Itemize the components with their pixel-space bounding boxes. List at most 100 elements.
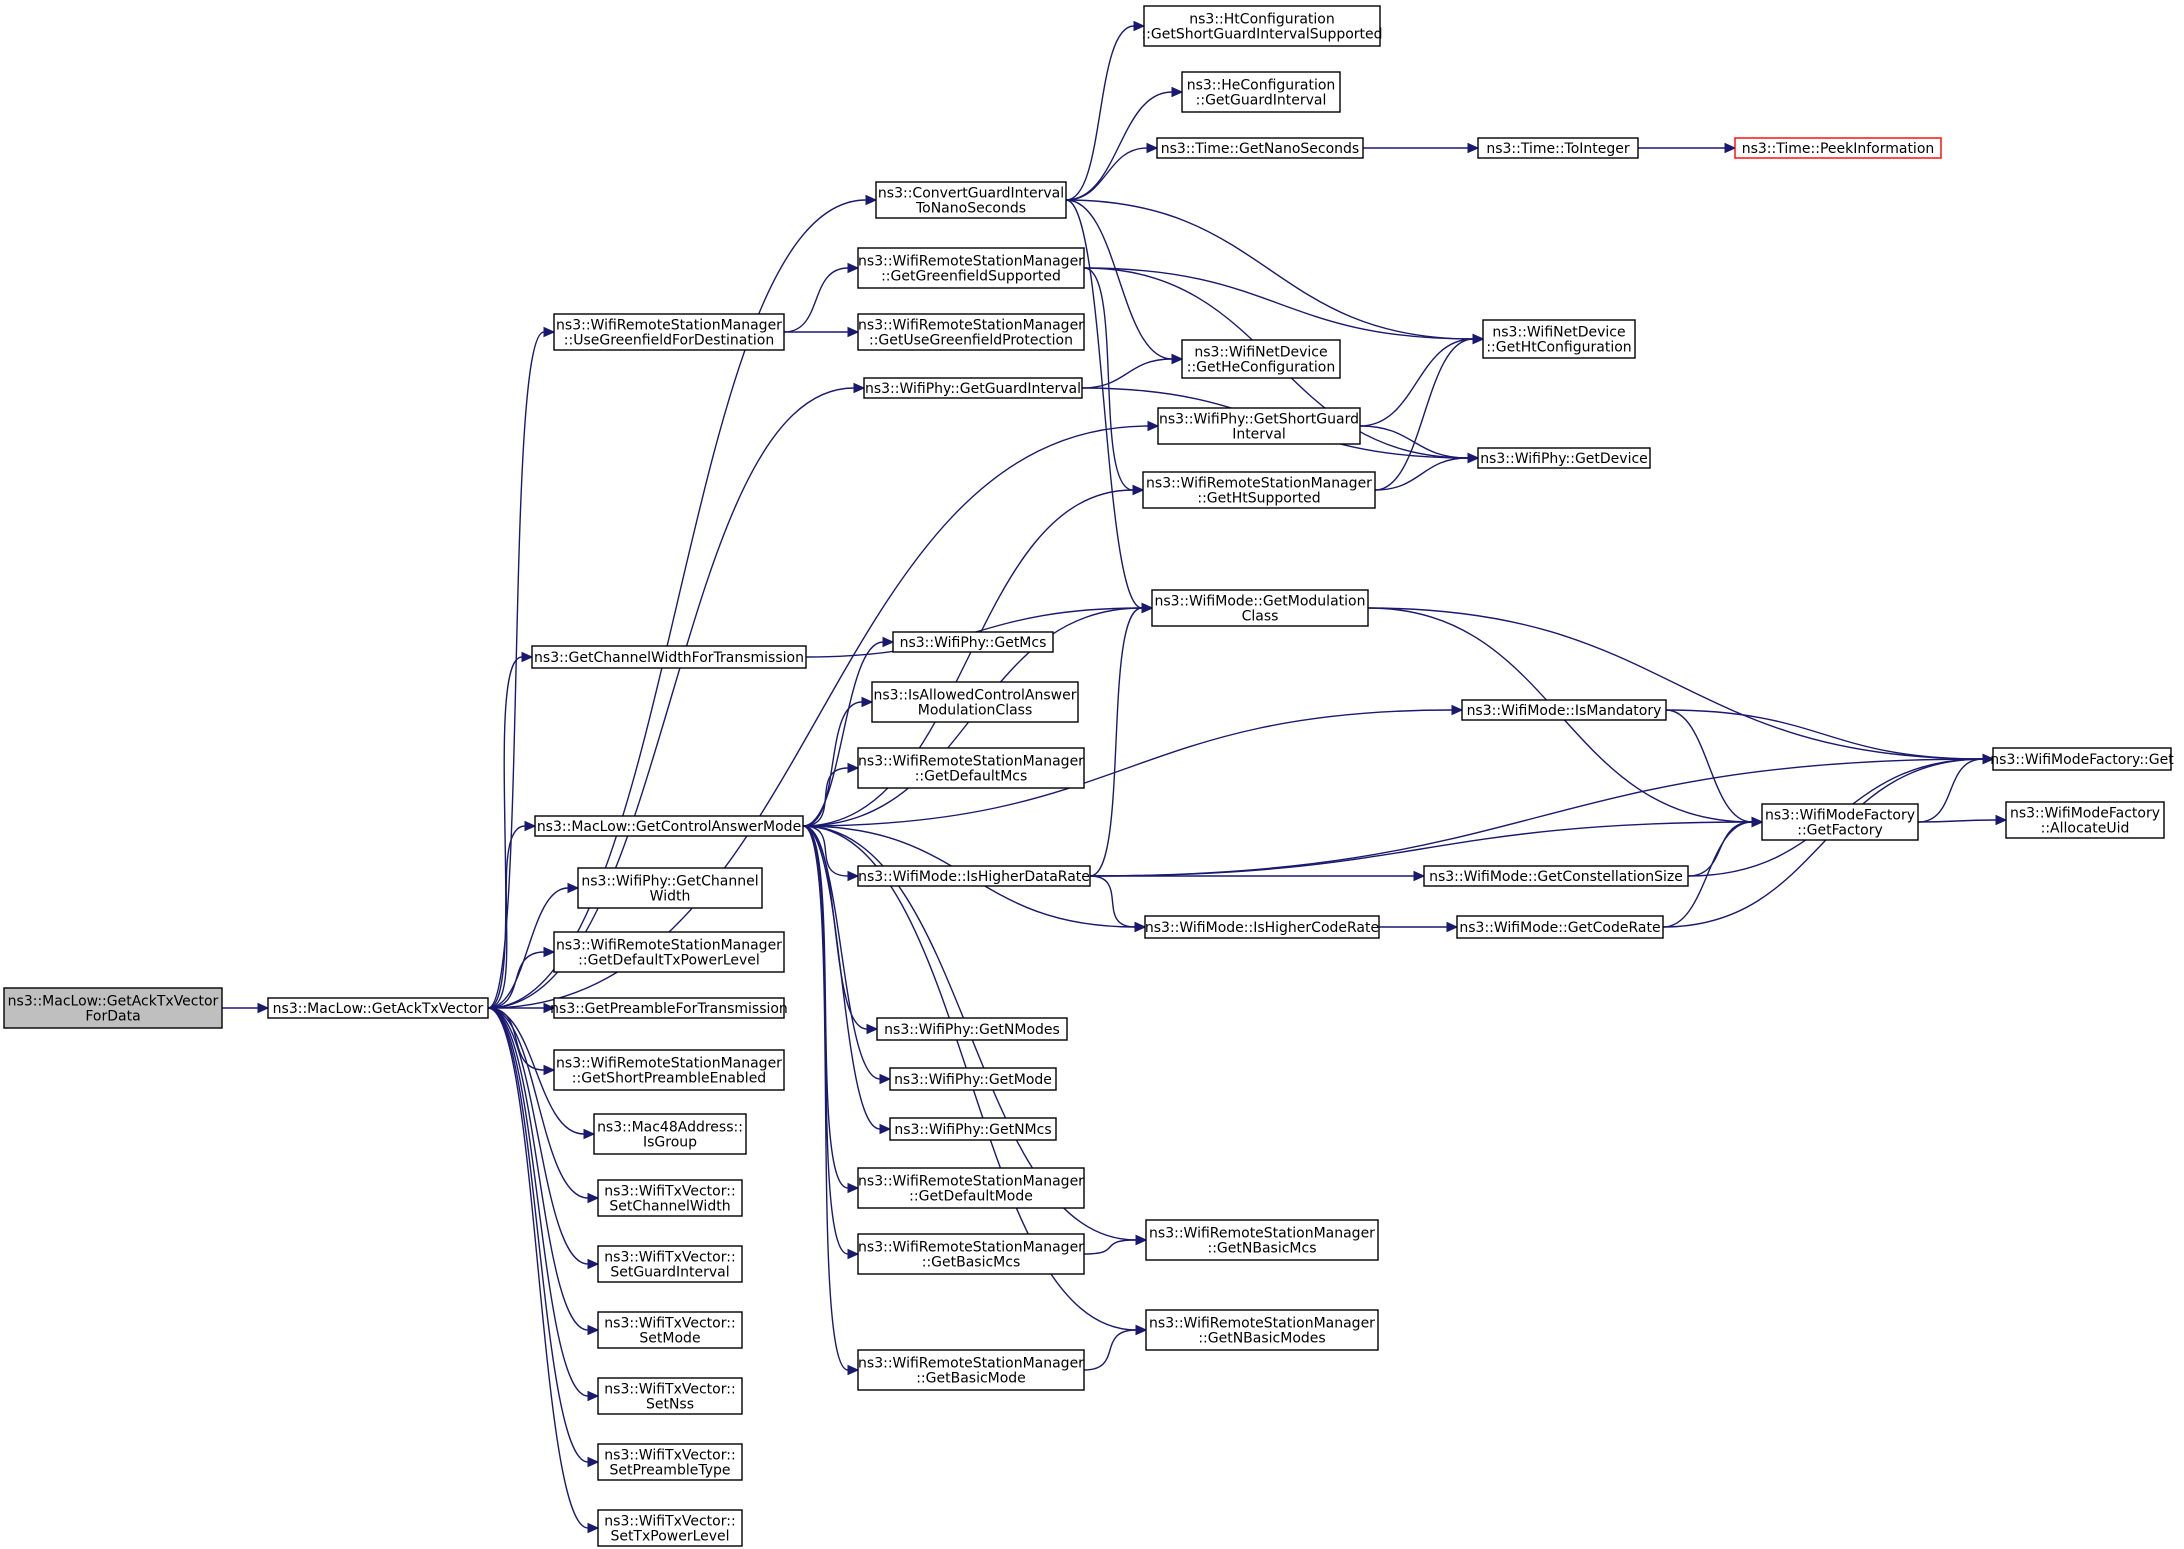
node-wrsm_defmcs[interactable]: ns3::WifiRemoteStationManager::GetDefaul… <box>857 747 1085 789</box>
node-phy_sgi[interactable]: ns3::WifiPhy::GetShortGuardInterval <box>1157 407 1361 445</box>
edge-getack-to-wrsm_ugf <box>487 331 545 1009</box>
arrow-head <box>543 1002 556 1014</box>
node-preamble[interactable]: ns3::GetPreambleForTransmission <box>550 997 788 1019</box>
node-box <box>531 645 807 669</box>
node-time_int[interactable]: ns3::Time::ToInteger <box>1477 137 1639 159</box>
node-phy_nmcs[interactable]: ns3::WifiPhy::GetNMcs <box>889 1117 1057 1141</box>
edge-wrsm_gf-to-nd_htcfg <box>1083 267 1474 340</box>
node-phy_getmcs[interactable]: ns3::WifiPhy::GetMcs <box>892 631 1054 653</box>
node-label-line: ns3::WifiPhy::GetGuardInterval <box>865 381 1081 397</box>
node-label-line: ns3::WifiRemoteStationManager <box>858 1174 1084 1190</box>
node-label-line: SetGuardInterval <box>610 1265 729 1281</box>
node-label-line: ::GetDefaultMcs <box>915 769 1028 785</box>
node-code_rate[interactable]: ns3::WifiMode::GetCodeRate <box>1456 915 1664 939</box>
node-label-line: ::GetNBasicModes <box>1198 1331 1325 1347</box>
edge-getack-to-tx_nss <box>487 1007 589 1397</box>
node-mode_mand[interactable]: ns3::WifiMode::IsMandatory <box>1461 699 1667 721</box>
node-ctrlans[interactable]: ns3::MacLow::GetControlAnswerMode <box>534 815 804 837</box>
node-wrsm_ugfp[interactable]: ns3::WifiRemoteStationManager::GetUseGre… <box>857 313 1085 351</box>
node-label-line: ns3::WifiNetDevice <box>1492 325 1625 341</box>
node-phy_chw[interactable]: ns3::WifiPhy::GetChannelWidth <box>577 867 763 909</box>
node-box <box>863 377 1083 399</box>
edge-getack-to-mac48 <box>487 1007 585 1135</box>
node-label-line: Width <box>650 889 691 905</box>
arrow-head <box>1751 816 1764 828</box>
node-mf_get[interactable]: ns3::WifiModeFactory::Get <box>1990 747 2174 771</box>
arrow-head <box>521 651 534 663</box>
node-label-line: ns3::WifiRemoteStationManager <box>1146 476 1372 492</box>
node-label-line: ns3::WifiPhy::GetChannel <box>581 874 758 890</box>
node-wrsm_gf[interactable]: ns3::WifiRemoteStationManager::GetGreenf… <box>857 247 1085 289</box>
node-mac48[interactable]: ns3::Mac48Address::IsGroup <box>593 1113 747 1155</box>
node-wrsm_deftx[interactable]: ns3::WifiRemoteStationManager::GetDefaul… <box>553 931 785 973</box>
node-label-line: IsGroup <box>643 1135 697 1151</box>
node-const_size[interactable]: ns3::WifiMode::GetConstellationSize <box>1423 865 1689 887</box>
node-higher_cr[interactable]: ns3::WifiMode::IsHigherCodeRate <box>1144 915 1380 939</box>
node-wrsm_ugf[interactable]: ns3::WifiRemoteStationManager::UseGreenf… <box>553 313 785 351</box>
node-mf_uid[interactable]: ns3::WifiModeFactory::AllocateUid <box>2005 801 2165 839</box>
arrow-head <box>1171 353 1184 365</box>
node-nd_hecfg[interactable]: ns3::WifiNetDevice::GetHeConfiguration <box>1181 339 1341 379</box>
node-wrsm_bmode[interactable]: ns3::WifiRemoteStationManager::GetBasicM… <box>857 1349 1085 1391</box>
node-time_peek[interactable]: ns3::Time::PeekInformation <box>1734 137 1942 159</box>
node-label-line: ns3::Time::ToInteger <box>1486 141 1630 157</box>
arrow-head <box>1171 86 1184 98</box>
node-wrsm_nbmcs[interactable]: ns3::WifiRemoteStationManager::GetNBasic… <box>1145 1219 1379 1261</box>
node-higher_dr[interactable]: ns3::WifiMode::IsHigherDataRate <box>857 865 1091 887</box>
node-box <box>871 681 1079 723</box>
edge-ctrlans-to-wrsm_bmode <box>802 825 849 1371</box>
node-htcfg_sgi[interactable]: ns3::HtConfiguration::GetShortGuardInter… <box>1141 5 1383 47</box>
node-nd_htcfg[interactable]: ns3::WifiNetDevice::GetHtConfiguration <box>1482 319 1636 359</box>
node-wrsm_spe[interactable]: ns3::WifiRemoteStationManager::GetShortP… <box>553 1049 785 1091</box>
node-tx_nss[interactable]: ns3::WifiTxVector::SetNss <box>597 1377 743 1415</box>
node-label-line: ns3::WifiModeFactory <box>2010 806 2160 822</box>
edge-convgi-to-nd_htcfg <box>1065 199 1474 340</box>
node-phy_mode[interactable]: ns3::WifiPhy::GetMode <box>889 1067 1057 1091</box>
arrow-head <box>1135 1234 1148 1246</box>
node-tx_pwr[interactable]: ns3::WifiTxVector::SetTxPowerLevel <box>597 1509 743 1547</box>
node-hecfg_gi[interactable]: ns3::HeConfiguration::GetGuardInterval <box>1181 71 1341 113</box>
node-chw_tx[interactable]: ns3::GetChannelWidthForTransmission <box>531 645 807 669</box>
node-wrsm_nbmodes[interactable]: ns3::WifiRemoteStationManager::GetNBasic… <box>1145 1309 1379 1351</box>
arrow-head <box>1982 753 1995 765</box>
node-time_ns[interactable]: ns3::Time::GetNanoSeconds <box>1156 137 1364 159</box>
arrow-head <box>587 1390 600 1402</box>
node-phy_nmodes[interactable]: ns3::WifiPhy::GetNModes <box>876 1017 1068 1041</box>
arrow-head <box>587 1324 600 1336</box>
node-phy_gi[interactable]: ns3::WifiPhy::GetGuardInterval <box>863 377 1083 399</box>
arrow-head <box>1724 142 1737 154</box>
node-box <box>534 815 804 837</box>
arrow-head <box>587 1456 600 1468</box>
edge-mf_fac-to-mf_uid <box>1917 819 1997 823</box>
node-tx_mode[interactable]: ns3::WifiTxVector::SetMode <box>597 1311 743 1349</box>
node-tx_gi[interactable]: ns3::WifiTxVector::SetGuardInterval <box>597 1245 743 1283</box>
edge-higher_dr-to-higher_cr <box>1089 875 1136 928</box>
node-label-line: ns3::WifiRemoteStationManager <box>1149 1316 1375 1332</box>
node-label-line: SetPreambleType <box>609 1463 730 1479</box>
edge-convgi-to-hecfg_gi <box>1065 91 1173 201</box>
node-label-line: SetMode <box>639 1331 700 1347</box>
node-tx_pre[interactable]: ns3::WifiTxVector::SetPreambleType <box>597 1443 743 1481</box>
node-wrsm_ht[interactable]: ns3::WifiRemoteStationManager::GetHtSupp… <box>1142 471 1376 509</box>
arrow-head <box>1133 20 1146 32</box>
edge-ctrlans-to-mode_mand <box>802 709 1453 827</box>
node-label-line: ns3::ConvertGuardInterval <box>878 186 1064 202</box>
node-box <box>553 931 785 973</box>
node-label-line: ::GetHtSupported <box>1197 491 1320 507</box>
edge-convgi-to-mode_mod <box>1065 199 1143 609</box>
node-getack[interactable]: ns3::MacLow::GetAckTxVector <box>267 997 489 1019</box>
node-wrsm_defmode[interactable]: ns3::WifiRemoteStationManager::GetDefaul… <box>857 1167 1085 1209</box>
node-box <box>857 747 1085 789</box>
edge-wrsm_ht-to-phy_dev <box>1374 457 1469 491</box>
node-label-line: ::GetUseGreenfieldProtection <box>869 333 1073 349</box>
node-wrsm_bmcs[interactable]: ns3::WifiRemoteStationManager::GetBasicM… <box>857 1233 1085 1275</box>
node-phy_dev[interactable]: ns3::WifiPhy::GetDevice <box>1477 447 1651 469</box>
node-tx_chw[interactable]: ns3::WifiTxVector::SetChannelWidth <box>597 1179 743 1217</box>
node-allowed[interactable]: ns3::IsAllowedControlAnswerModulationCla… <box>871 681 1079 723</box>
node-label-line: ns3::WifiTxVector:: <box>604 1382 735 1398</box>
node-box <box>1145 1219 1379 1261</box>
node-mf_fac[interactable]: ns3::WifiModeFactory::GetFactory <box>1761 803 1919 841</box>
